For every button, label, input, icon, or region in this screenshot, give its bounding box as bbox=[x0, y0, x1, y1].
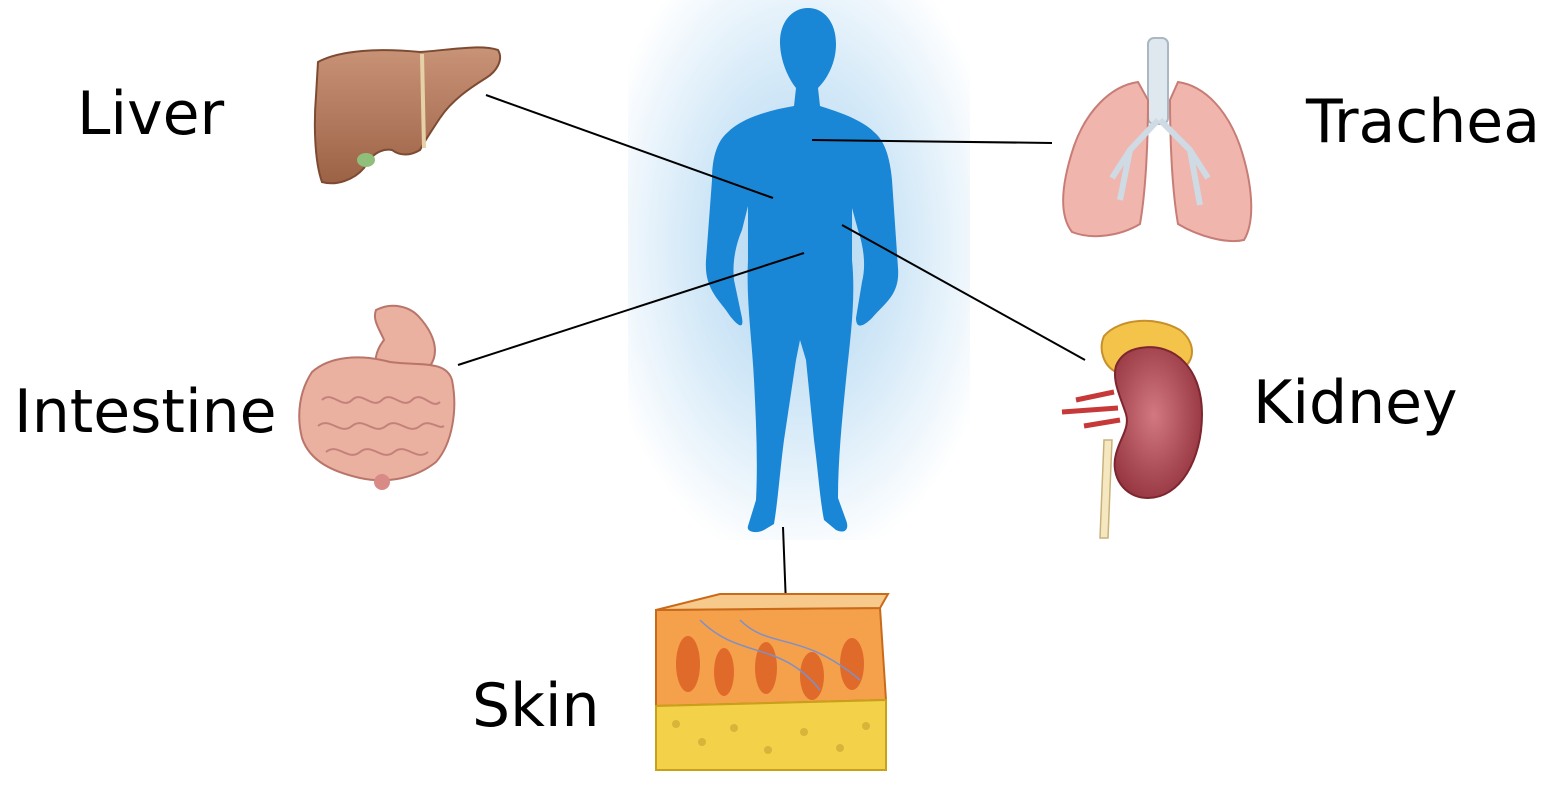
kidney-icon bbox=[1062, 321, 1202, 538]
intestine-label: Intestine bbox=[14, 382, 277, 442]
lungs-trachea-icon bbox=[1063, 38, 1251, 241]
stomach-intestine-icon bbox=[299, 306, 454, 490]
liver-icon bbox=[315, 47, 500, 183]
skin-cross-section-icon bbox=[656, 594, 888, 770]
trachea-label: Trachea bbox=[1306, 92, 1540, 152]
kidney-label: Kidney bbox=[1253, 373, 1458, 433]
liver-label: Liver bbox=[77, 84, 224, 144]
skin-label: Skin bbox=[472, 676, 600, 736]
